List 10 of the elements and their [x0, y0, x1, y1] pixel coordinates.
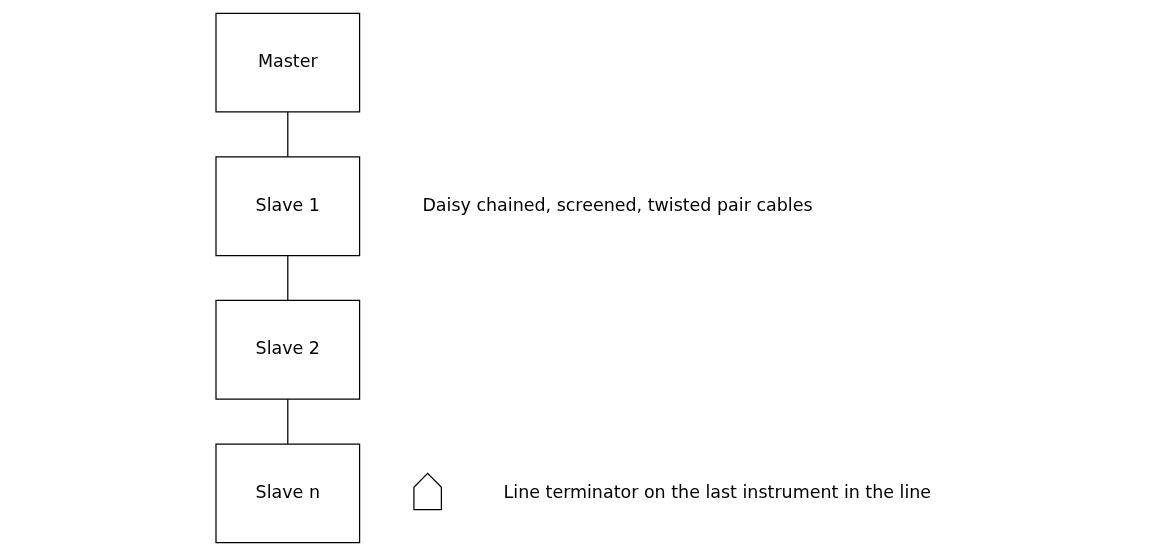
connector — [287, 255, 289, 301]
node-picture — [413, 472, 442, 511]
node-box: Master — [215, 12, 361, 113]
node-box: Slave 1 — [215, 156, 361, 257]
node-label: Line terminator on the last instrument in the line — [503, 482, 932, 503]
label: Daisy chained, screened, twisted pair cables — [422, 194, 813, 215]
connector — [287, 398, 289, 445]
node-box: Slave n — [215, 443, 361, 544]
connector — [287, 111, 289, 158]
node-box: Slave 2 — [215, 299, 361, 400]
